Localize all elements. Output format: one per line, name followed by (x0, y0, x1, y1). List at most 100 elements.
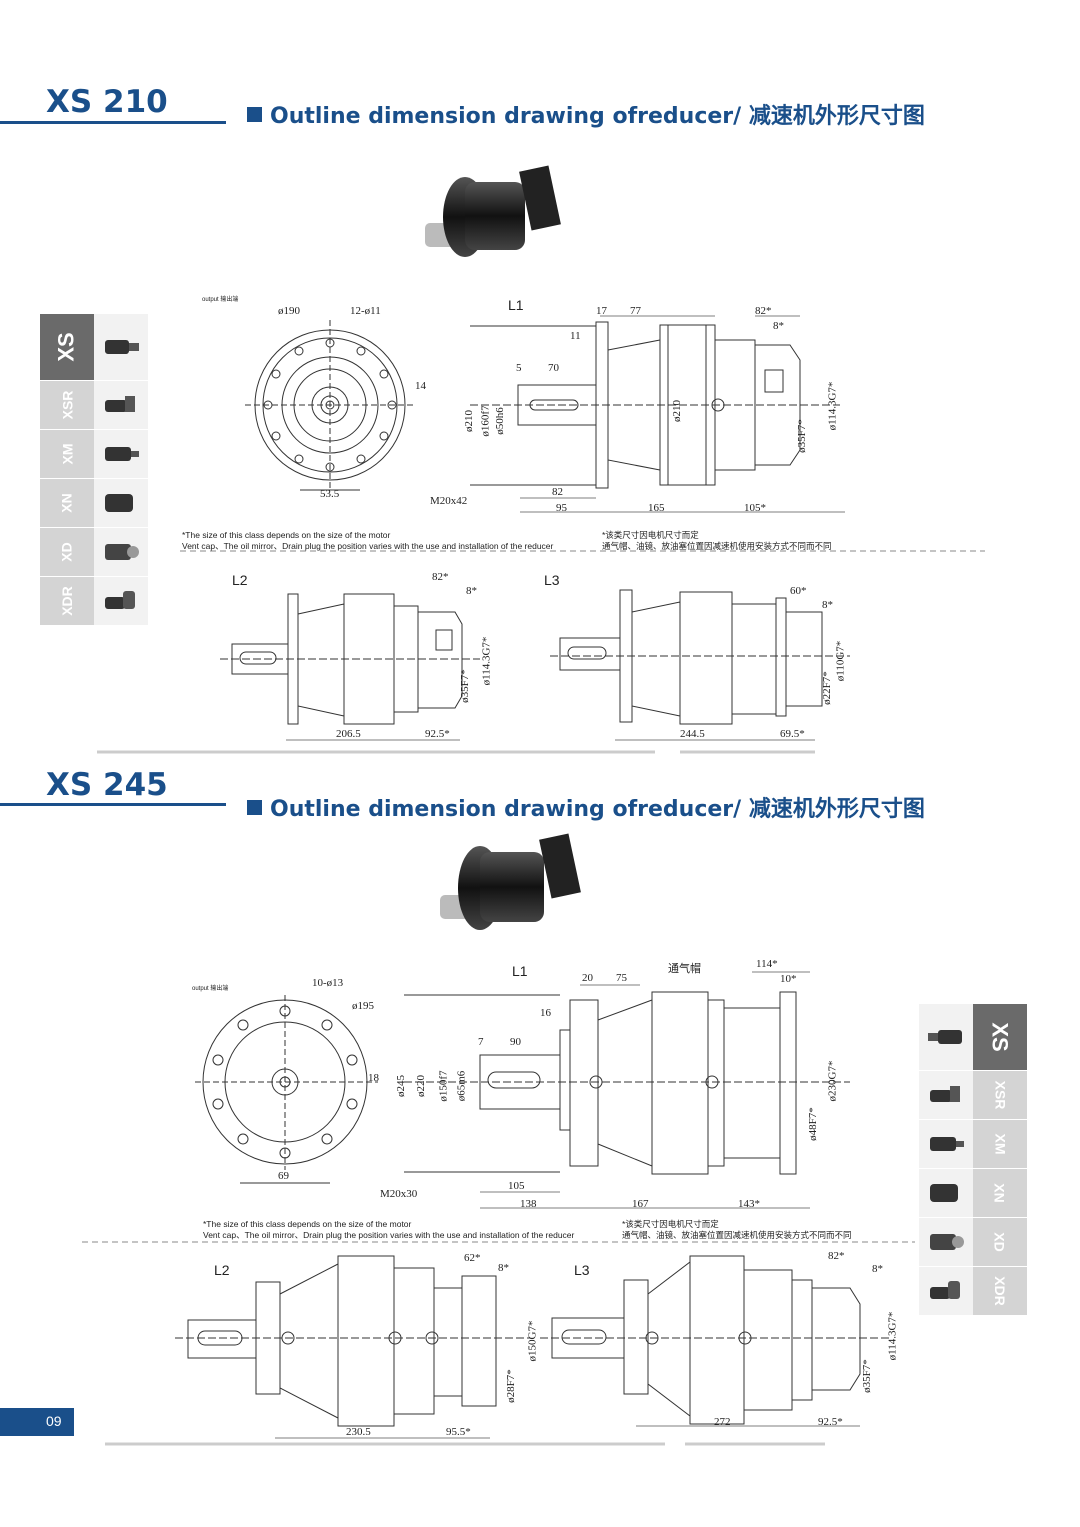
tab-xdr[interactable]: XDR (40, 577, 148, 626)
dim-label: 138 (520, 1198, 537, 1210)
reducer-icon (930, 1184, 958, 1202)
reducer-icon (928, 1030, 962, 1044)
output-label: output 输出端 (192, 986, 229, 992)
dim-label: 90 (510, 1036, 521, 1048)
dim-label: 69 (278, 1170, 289, 1182)
dim-label: 244.5 (680, 728, 705, 740)
dim-label: ø22F7* (820, 671, 833, 705)
dim-label: 105* (744, 502, 766, 514)
model-title-xs245: XS 245 (46, 767, 168, 803)
dim-label: 143* (738, 1198, 760, 1210)
square-bullet-icon (247, 800, 262, 815)
dim-label: 82* (432, 571, 449, 583)
front-view-xs245 (195, 995, 378, 1184)
tab-xd[interactable]: XD (919, 1218, 1027, 1267)
dim-label: M20x42 (430, 495, 468, 507)
reducer-icon (930, 1281, 960, 1299)
view-label-l1: L1 (512, 963, 528, 979)
dim-label: 75 (616, 972, 627, 984)
tab-xn[interactable]: XN (919, 1169, 1027, 1218)
tab-xm[interactable]: XM (919, 1120, 1027, 1169)
page-number-box: 09 (40, 1408, 74, 1436)
dim-label: 69.5* (780, 728, 805, 740)
view-label-l2: L2 (214, 1262, 230, 1278)
tab-xsr[interactable]: XSR (40, 381, 148, 430)
reducer-icon (105, 447, 139, 461)
dim-label: ø65m6 (455, 1070, 468, 1102)
reducer-icon (105, 591, 135, 609)
reducer-icon (105, 340, 139, 354)
product-photo-xs210 (425, 165, 561, 257)
side-view-l1-xs210 (470, 321, 840, 489)
product-photo-xs245 (440, 833, 581, 930)
dim-label: 230.5 (346, 1426, 371, 1438)
dim-label: 16 (540, 1007, 551, 1019)
dim-label: 8* (466, 585, 477, 597)
dim-label: ø150G7* (526, 1320, 539, 1362)
dim-label: ø195 (352, 1000, 374, 1012)
dim-label: ø190 (278, 305, 300, 317)
dim-label: 165 (648, 502, 665, 514)
tab-xsr[interactable]: XSR (919, 1071, 1027, 1120)
reducer-icon (105, 396, 135, 412)
tab-xn[interactable]: XN (40, 479, 148, 528)
series-tabs-right: XS XSR XM XN XD XDR (919, 1004, 1027, 1316)
dim-label: ø110G7* (834, 640, 847, 682)
view-label-l2: L2 (232, 572, 248, 588)
dim-label: 8* (872, 1263, 883, 1275)
dim-label: 18 (368, 1072, 379, 1084)
dim-label: 62* (464, 1252, 481, 1264)
dim-label: ø35F7* (458, 669, 471, 703)
tab-xs[interactable]: XS (40, 314, 148, 381)
dim-label: 206.5 (336, 728, 361, 740)
tab-xs[interactable]: XS (919, 1004, 1027, 1071)
view-label-l3: L3 (574, 1262, 590, 1278)
series-tabs-left: XS XSR XM XN XD XDR (40, 314, 148, 626)
tab-xd[interactable]: XD (40, 528, 148, 577)
dim-label: ø210 (671, 400, 683, 422)
tab-xm[interactable]: XM (40, 430, 148, 479)
side-view-l2-xs245 (175, 1255, 530, 1427)
dim-label: 17 (596, 305, 607, 317)
dim-label: 8* (822, 599, 833, 611)
square-bullet-icon (247, 107, 262, 122)
dim-label: 10* (780, 973, 797, 985)
dim-label: 通气帽 (668, 963, 701, 975)
dim-label: 11 (570, 330, 581, 342)
dim-label: ø210 (463, 410, 475, 432)
dim-label: 10-ø13 (312, 977, 344, 989)
dim-label: 60* (790, 585, 807, 597)
model-title-xs210: XS 210 (46, 84, 168, 120)
view-label-l1: L1 (508, 297, 524, 313)
dim-label: 167 (632, 1198, 649, 1210)
dim-label: 92.5* (425, 728, 450, 740)
dim-label: 8* (773, 320, 784, 332)
dim-label: 95.5* (446, 1426, 471, 1438)
side-view-l2-xs210 (220, 593, 480, 725)
dim-label: 92.5* (818, 1416, 843, 1428)
dim-label: 95 (556, 502, 567, 514)
dim-label: ø114.3G7* (826, 381, 839, 431)
title-rule (0, 121, 226, 124)
dim-label: ø114.3G7* (480, 636, 493, 686)
dim-label: 82 (552, 486, 563, 498)
note-cn: *该类尺寸因电机尺寸而定通气帽、油镜、放油塞位置因减速机使用安装方式不同而不同 (622, 1219, 852, 1240)
dim-label: 82* (828, 1250, 845, 1262)
page-number-bar (0, 1408, 40, 1436)
dim-label: 14 (415, 380, 426, 392)
tab-xdr[interactable]: XDR (919, 1267, 1027, 1316)
reducer-icon (105, 494, 133, 512)
dim-label: 82* (755, 305, 772, 317)
page-number: 09 (46, 1413, 62, 1429)
dim-label: M20x30 (380, 1188, 418, 1200)
dim-label: ø35F7* (860, 1359, 873, 1393)
dim-label: ø230G7* (826, 1060, 839, 1102)
dim-label: 20 (582, 972, 593, 984)
title-rule (0, 803, 226, 806)
view-label-l3: L3 (544, 572, 560, 588)
dim-label: 114* (756, 958, 778, 970)
dim-label: ø50h6 (493, 407, 506, 435)
note-cn: *该类尺寸因电机尺寸而定通气帽、油镜、放油塞位置因减速机使用安装方式不同而不同 (602, 530, 832, 551)
dim-label: ø220 (415, 1075, 427, 1097)
